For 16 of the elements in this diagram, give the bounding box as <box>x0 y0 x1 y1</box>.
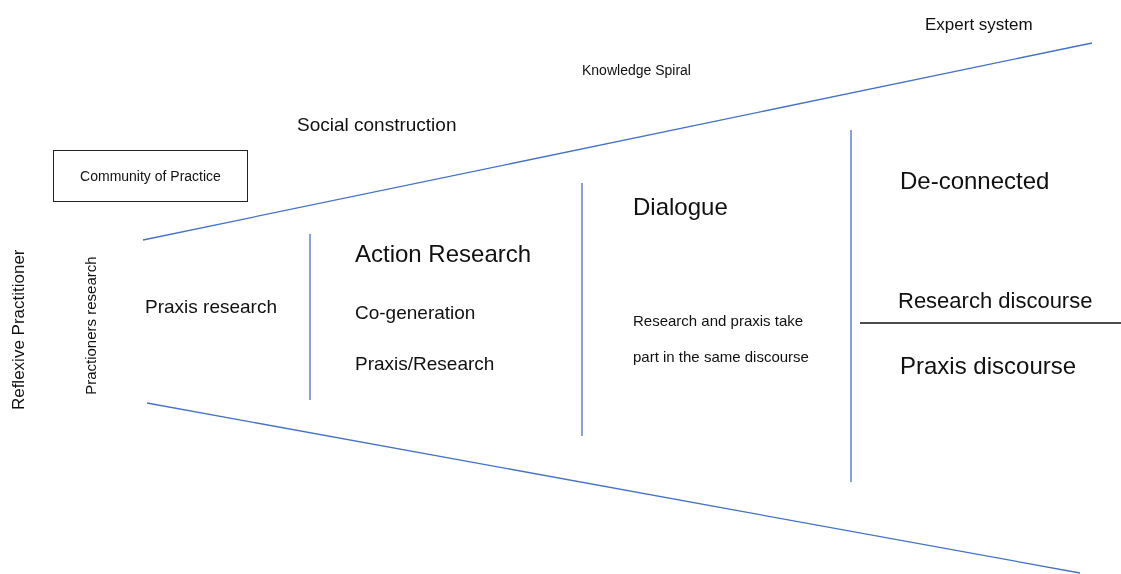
section-label: Praxis discourse <box>900 352 1077 380</box>
section-label: Praxis/Research <box>355 353 495 375</box>
section-label: Expert system <box>925 15 1033 35</box>
axis-label: Reflexive Practitioner <box>8 249 28 411</box>
description-text: Research and praxis take part in the same discourse <box>633 311 810 367</box>
section-label: Dialogue <box>633 193 728 221</box>
box-label: Community of Practice <box>80 168 221 184</box>
section-label: Praxis research <box>145 296 277 318</box>
label-box <box>53 150 248 202</box>
section-label: Action Research <box>355 240 532 268</box>
section-label: De-connected <box>900 167 1050 195</box>
section-label: Social construction <box>297 114 457 136</box>
axis-label: Practioners research <box>81 255 99 395</box>
section-label: Research discourse <box>898 288 1093 314</box>
section-label: Co-generation <box>355 302 476 324</box>
section-label: Knowledge Spiral <box>582 62 691 79</box>
